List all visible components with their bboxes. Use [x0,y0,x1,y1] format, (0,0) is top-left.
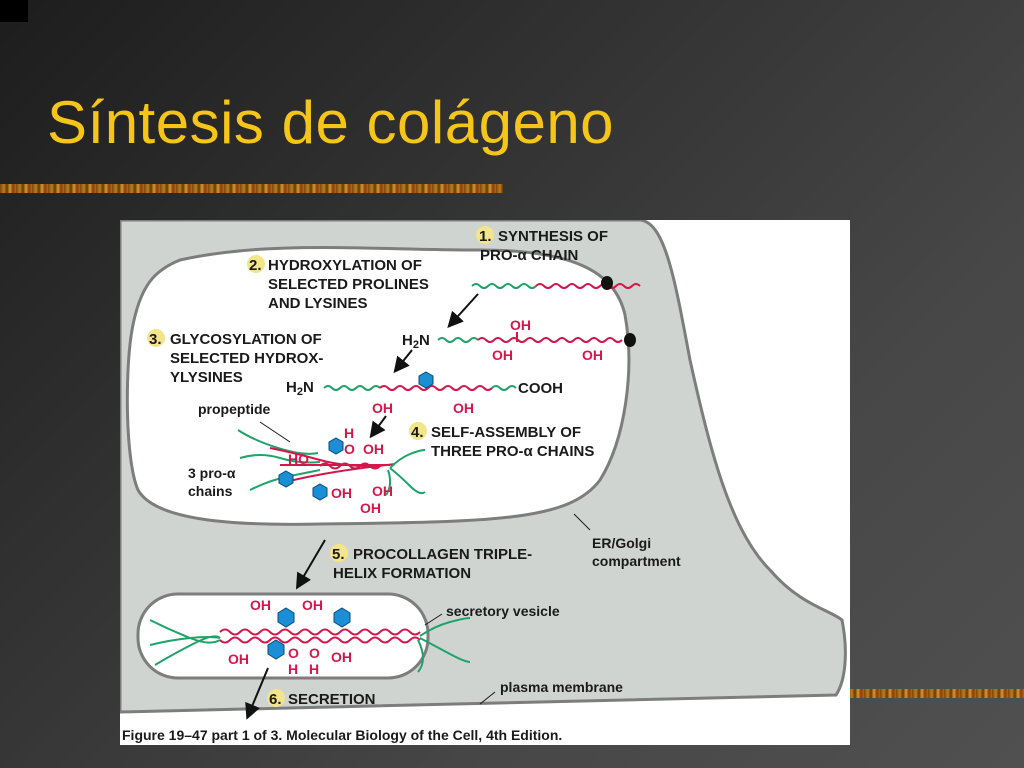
step-3-number: 3. [149,331,162,348]
slide-title: Síntesis de colágeno [47,89,615,156]
arrow-step-6 [245,667,269,720]
vesicle-sugar-a [277,607,295,628]
assembly-oh-3: OH [372,483,393,499]
step-6-number: 6. [269,691,282,708]
arrow-step-2 [393,349,413,374]
step-5-line1: PROCOLLAGEN TRIPLE- [353,546,532,563]
assembly-o: O [344,441,355,457]
step-1-line1: SYNTHESIS OF [498,228,608,245]
step-5-badge [330,544,348,562]
corner-square [0,0,28,22]
assembly-oh-1: OH [363,441,384,457]
vesicle-sugar-c [267,639,285,660]
step-6-line1: SECRETION [288,691,376,708]
step-4-line1: SELF-ASSEMBLY OF [431,424,581,441]
pro-alpha-chain-3-helix [379,385,493,391]
assembly-ho: HO [288,451,309,467]
decorative-strip-top [0,184,503,193]
arrow-step-1 [447,293,479,328]
chain-3-oh-left: OH [372,400,393,416]
vesicle-sugar-b [333,607,351,628]
assembly-h: H [344,425,354,441]
figure-caption: Figure 19–47 part 1 of 3. Molecular Biol… [122,727,562,743]
chain-2-h2n: H2N [402,332,430,351]
arrow-step-3 [369,415,387,439]
vesicle-oh-1: OH [250,597,271,613]
chain-2-oh-left: OH [492,347,513,363]
vesicle-o-2: O [309,645,320,661]
step-5-number: 5. [332,546,345,563]
pro-alpha-chain-2-helix [477,337,623,343]
ribosome-2 [624,333,636,347]
chain-2-oh-right: OH [582,347,603,363]
pro-alpha-chain-1-helix [535,283,641,289]
ribosome-1 [601,276,613,290]
decorative-strip-right [848,689,1024,698]
step-5-line2: HELIX FORMATION [333,565,471,582]
sugar-hexagon-a [328,437,344,455]
secretory-vesicle [136,592,430,680]
vesicle-h-1: H [288,661,298,677]
step-4-line2: THREE PRO-α CHAINS [431,443,594,460]
chain-3-h2n: H2N [286,379,314,398]
procollagen-triple-helix [149,617,471,673]
step-2-badge [247,255,265,273]
sugar-hexagon-chain-3 [418,371,434,389]
pro-chains-label-1: 3 pro-α [188,465,236,481]
pro-alpha-chain-3 [323,385,381,391]
vesicle-oh-3: OH [228,651,249,667]
step-4-badge [409,422,427,440]
vesicle-oh-2: OH [302,597,323,613]
step-2-line2: SELECTED PROLINES [268,276,429,293]
figure-diagram: 1. SYNTHESIS OF PRO-α CHAIN 2. HYDROXYLA… [120,220,847,743]
chain-2-oh-top: OH [510,317,531,333]
step-3-line1: GLYCOSYLATION OF [170,331,322,348]
step-2-line3: AND LYSINES [268,295,367,312]
assembly-oh-4: OH [360,500,381,516]
er-golgi-label-2: compartment [592,553,681,569]
step-4-number: 4. [411,424,424,441]
vesicle-h-2: H [309,661,319,677]
er-golgi-label-1: ER/Golgi [592,535,651,551]
step-3-line2: SELECTED HYDROX- [170,350,323,367]
pro-chains-label-2: chains [188,483,233,499]
step-3-line3: YLYSINES [170,369,243,386]
collagen-synthesis-figure: 1. SYNTHESIS OF PRO-α CHAIN 2. HYDROXYLA… [120,220,850,745]
step-3-badge [147,329,165,347]
step-1-number: 1. [479,228,492,245]
chain-3-oh-right: OH [453,400,474,416]
arrow-step-5 [295,539,326,590]
vesicle-o-1: O [288,645,299,661]
step-1-badge [476,226,494,244]
pro-alpha-chain-1 [471,283,537,289]
sugar-hexagon-c [312,483,328,501]
assembly-oh-2: OH [331,485,352,501]
step-1-line2: PRO-α CHAIN [480,247,578,264]
pro-alpha-chain-2 [437,337,479,343]
plasma-membrane-label: plasma membrane [500,679,623,695]
sugar-hexagon-b [278,470,294,488]
secretory-vesicle-label: secretory vesicle [446,603,560,619]
pro-alpha-chain-3-tail [491,385,517,391]
chain-3-cooh: COOH [518,380,563,397]
step-6-badge [267,689,285,707]
step-2-line1: HYDROXYLATION OF [268,257,422,274]
propeptide-label: propeptide [198,401,271,417]
vesicle-oh-4: OH [331,649,352,665]
step-2-number: 2. [249,257,262,274]
